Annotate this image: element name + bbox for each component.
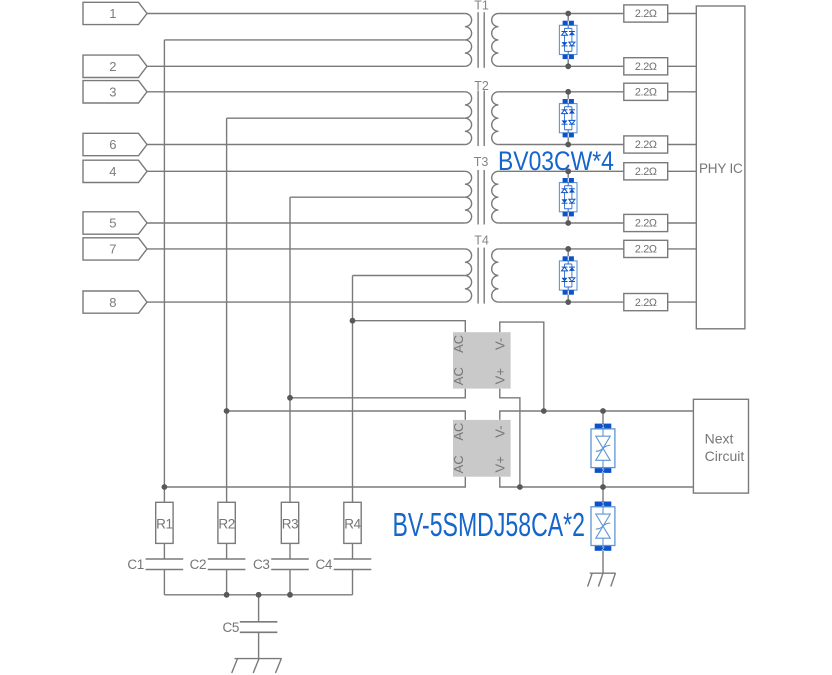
svg-text:4: 4: [109, 164, 116, 179]
svg-text:V+: V+: [492, 456, 507, 472]
svg-text:T4: T4: [474, 233, 489, 247]
svg-text:2.2Ω: 2.2Ω: [635, 244, 657, 256]
svg-text:1: 1: [601, 502, 604, 508]
svg-text:C2: C2: [190, 557, 206, 572]
svg-text:6: 6: [109, 137, 116, 152]
svg-text:Circuit: Circuit: [705, 448, 745, 464]
svg-text:2: 2: [601, 546, 604, 552]
svg-text:BV-5SMDJ58CA*2: BV-5SMDJ58CA*2: [393, 507, 585, 544]
svg-text:2.2Ω: 2.2Ω: [635, 139, 657, 151]
svg-text:7: 7: [109, 242, 116, 257]
svg-text:2.2Ω: 2.2Ω: [635, 87, 657, 99]
svg-text:C3: C3: [253, 557, 269, 572]
svg-text:R4: R4: [344, 516, 361, 531]
svg-text:R2: R2: [218, 516, 234, 531]
svg-text:C5: C5: [223, 620, 239, 635]
svg-text:AC: AC: [451, 455, 466, 473]
svg-text:PHY IC: PHY IC: [699, 161, 743, 176]
svg-text:2.2Ω: 2.2Ω: [635, 166, 657, 178]
svg-text:V-: V-: [492, 425, 507, 437]
svg-text:T3: T3: [474, 155, 489, 169]
svg-text:2.2Ω: 2.2Ω: [635, 218, 657, 230]
svg-text:R1: R1: [156, 516, 172, 531]
svg-text:2.2Ω: 2.2Ω: [635, 61, 657, 73]
svg-text:AC: AC: [451, 335, 466, 353]
svg-text:BV03CW*4: BV03CW*4: [498, 148, 614, 177]
svg-text:2.2Ω: 2.2Ω: [635, 297, 657, 309]
svg-text:2: 2: [601, 468, 604, 474]
svg-text:AC: AC: [451, 423, 466, 441]
svg-text:AC: AC: [451, 367, 466, 385]
svg-text:C1: C1: [127, 557, 143, 572]
svg-text:T1: T1: [474, 0, 489, 12]
svg-text:Next: Next: [705, 431, 734, 447]
svg-text:3: 3: [109, 85, 116, 100]
svg-text:C4: C4: [316, 557, 333, 572]
svg-text:2.2Ω: 2.2Ω: [635, 8, 657, 20]
svg-text:1: 1: [601, 424, 604, 430]
svg-text:V-: V-: [492, 338, 507, 350]
svg-text:5: 5: [109, 216, 116, 231]
svg-text:T2: T2: [474, 79, 489, 93]
svg-text:R3: R3: [282, 516, 298, 531]
svg-text:8: 8: [109, 295, 116, 310]
svg-text:V+: V+: [492, 368, 507, 384]
svg-text:1: 1: [109, 6, 116, 21]
svg-text:2: 2: [109, 59, 116, 74]
